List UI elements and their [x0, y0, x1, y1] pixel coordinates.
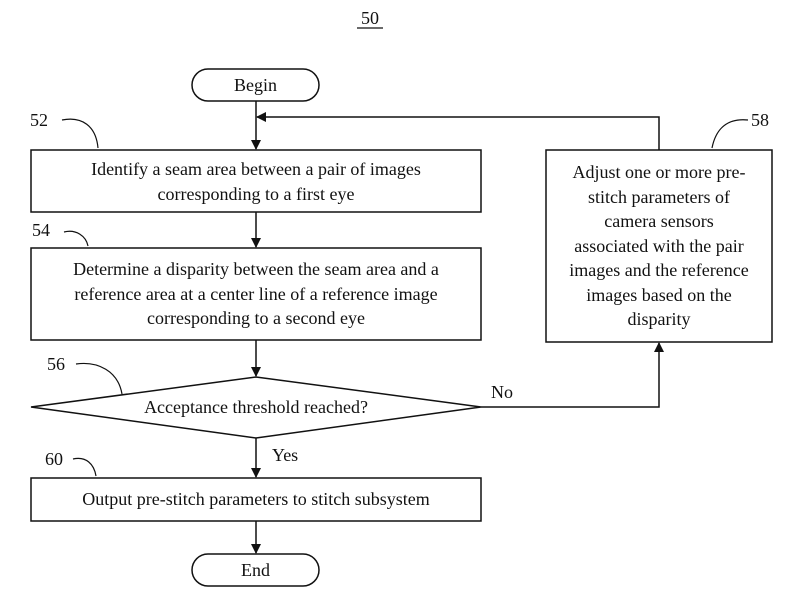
step-58-line: images based on the: [586, 284, 732, 305]
step-58-ref: 58: [751, 110, 769, 130]
step-58-line: disparity: [627, 309, 691, 329]
step-58-text: Adjust one or more pre- stitch parameter…: [546, 160, 772, 332]
step-54-line: Determine a disparity between the seam a…: [73, 259, 439, 279]
step-60-text: Output pre-stitch parameters to stitch s…: [31, 487, 481, 512]
step-60-ref: 60: [45, 449, 63, 469]
decision-56-ref: 56: [47, 354, 65, 374]
decision-56-label: Acceptance threshold reached?: [144, 397, 368, 417]
arrow-58-loop-back: [256, 112, 660, 150]
step-60-leader: [72, 457, 97, 477]
step-60-line: Output pre-stitch parameters to stitch s…: [82, 489, 430, 509]
step-52-ref: 52: [30, 110, 48, 130]
end-label: End: [241, 560, 270, 580]
step-54-line: reference area at a center line of a ref…: [74, 283, 438, 304]
step-54-line: corresponding to a second eye: [147, 308, 365, 328]
step-52-line: corresponding to a first eye: [157, 183, 355, 204]
step-58-line: stitch parameters of: [588, 186, 730, 207]
arrow-56-no-to-58: [481, 342, 664, 408]
step-52-text: Identify a seam area between a pair of i…: [31, 157, 481, 206]
step-52-line: Identify a seam area between a pair of i…: [91, 159, 421, 179]
figure-number: 50: [361, 8, 379, 28]
step-54-box: [30, 247, 482, 341]
step-58-line: Adjust one or more pre-: [572, 162, 746, 182]
step-54-leader: [63, 230, 89, 247]
step-52-box: [30, 149, 482, 213]
step-54-text: Determine a disparity between the seam a…: [31, 257, 481, 331]
decision-56-leader: [75, 362, 123, 395]
step-52-leader: [61, 118, 99, 149]
begin-label: Begin: [234, 75, 277, 95]
end-terminal: [191, 553, 320, 587]
step-54-ref: 54: [32, 220, 50, 240]
step-58-box: [545, 149, 773, 343]
step-58-leader: [711, 119, 749, 149]
branch-yes-label: Yes: [272, 445, 298, 465]
step-58-line: associated with the pair: [574, 235, 744, 256]
step-58-line: camera sensors: [604, 211, 714, 231]
branch-no-label: No: [491, 382, 513, 402]
step-58-line: images and the reference: [569, 260, 749, 280]
